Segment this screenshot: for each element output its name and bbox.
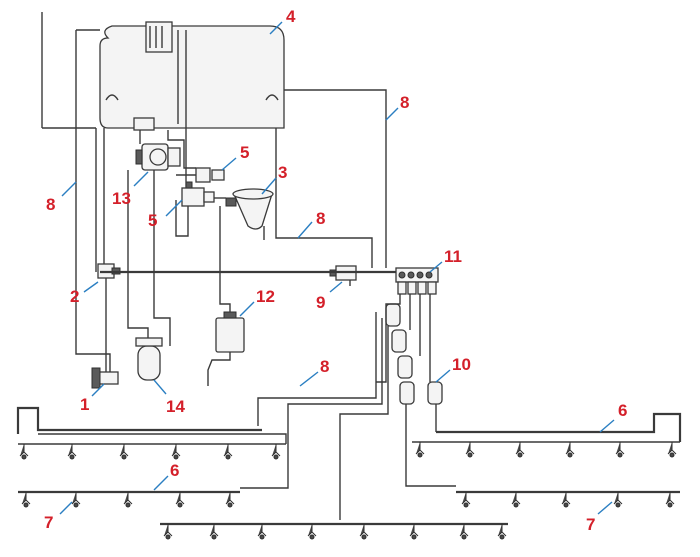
callout-1: 1 [80,395,89,414]
callout-7-left: 7 [44,513,53,532]
callout-13: 13 [112,189,131,208]
section-manifold [395,267,439,295]
line-filters [385,303,443,405]
callout-6-left: 6 [170,461,179,480]
callout-5-upper: 5 [240,143,249,162]
chemical-hopper [225,188,274,230]
callout-8-middle: 8 [316,209,325,228]
pump [135,143,181,171]
callout-8-upper-right: 8 [400,93,409,112]
callout-8-left: 8 [46,195,55,214]
suction-filter [135,337,163,381]
boom-section-right-outer [412,412,682,443]
callout-8-lower: 8 [320,357,329,376]
leader-lines [59,21,615,515]
suction-valve [91,367,119,389]
callout-4: 4 [286,7,296,26]
callout-11: 11 [444,247,462,266]
callout-10: 10 [452,355,471,374]
callout-2: 2 [70,287,79,306]
callout-7-right: 7 [586,515,595,534]
main-tank [99,21,285,131]
nozzles [19,442,677,540]
callout-14: 14 [166,397,185,416]
callout-labels: 4 5 3 5 13 8 8 8 8 11 2 9 12 10 1 14 6 6… [44,7,627,534]
callout-3: 3 [278,163,287,182]
callout-9: 9 [316,293,325,312]
boom-section-left-outer [16,406,287,445]
control-valve-lower [181,181,215,207]
callout-6-right: 6 [618,401,627,420]
rinse-tank [207,311,245,386]
control-valve-upper [176,167,225,183]
callout-12: 12 [256,287,275,306]
callout-5-lower: 5 [148,211,157,230]
hoses [75,29,456,520]
